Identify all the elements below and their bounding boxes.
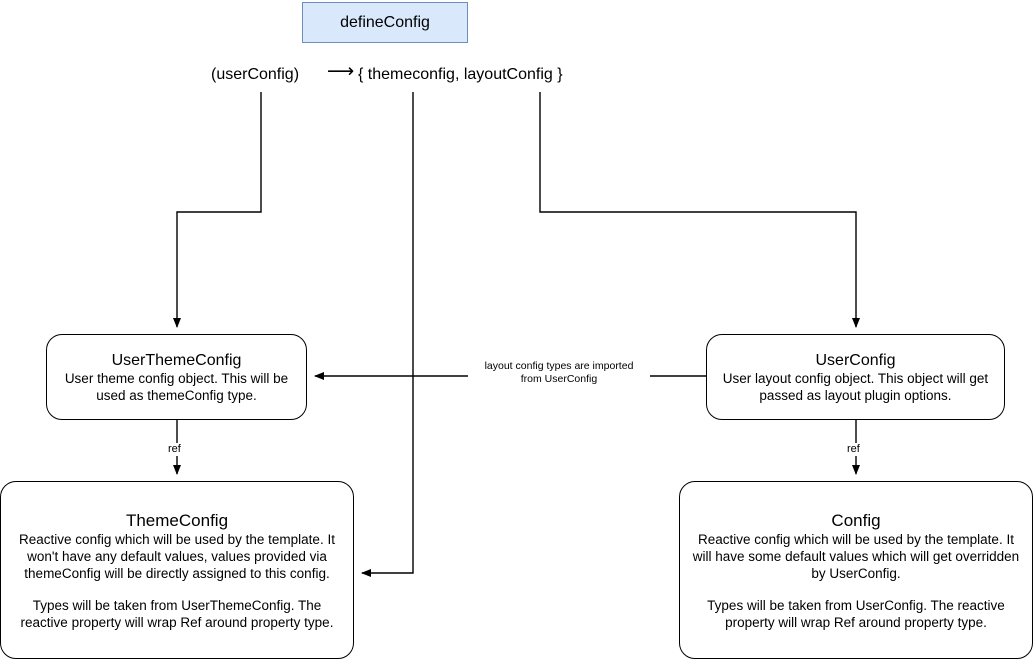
node-define-config-label: defineConfig <box>340 14 430 31</box>
edge-label-imported-from-user-config: layout config types are imported from Us… <box>468 360 650 386</box>
edge-label-ref-right: ref <box>845 443 862 456</box>
signature-params: (userConfig) <box>211 66 300 83</box>
node-define-config[interactable]: defineConfig <box>302 2 468 43</box>
node-config-description: Reactive config which will be used by th… <box>680 531 1032 631</box>
signature-returns: { themeconfig, layoutConfig } <box>358 66 563 83</box>
node-config-paragraph-2: Types will be taken from UserConfig. The… <box>707 597 1005 630</box>
node-theme-config-paragraph-2: Types will be taken from UserThemeConfig… <box>20 597 334 630</box>
node-config[interactable]: Config Reactive config which will be use… <box>679 481 1033 659</box>
edge-userconfig-to-userthemeconfig <box>173 92 262 328</box>
signature-arrow-icon: ⟶ <box>327 61 355 82</box>
edge-themeconfig-to-themeconfig-node <box>361 92 414 577</box>
node-user-config-description: User layout config object. This object w… <box>722 370 989 403</box>
node-theme-config[interactable]: ThemeConfig Reactive config which will b… <box>0 481 354 659</box>
node-user-theme-config-description: User theme config object. This will be u… <box>64 370 289 403</box>
node-theme-config-title: ThemeConfig <box>125 510 229 530</box>
node-user-theme-config[interactable]: UserThemeConfig User theme config object… <box>46 334 307 420</box>
edge-layoutconfig-to-userconfig <box>539 92 860 328</box>
node-user-config[interactable]: UserConfig User layout config object. Th… <box>706 334 1005 420</box>
node-theme-config-paragraph-1: Reactive config which will be used by th… <box>19 531 335 581</box>
node-theme-config-description: Reactive config which will be used by th… <box>1 531 353 631</box>
node-user-config-title: UserConfig <box>815 351 896 369</box>
edge-label-ref-left: ref <box>166 443 183 456</box>
node-user-theme-config-title: UserThemeConfig <box>111 351 242 369</box>
node-config-title: Config <box>831 510 881 530</box>
node-config-paragraph-1: Reactive config which will be used by th… <box>692 531 1020 581</box>
